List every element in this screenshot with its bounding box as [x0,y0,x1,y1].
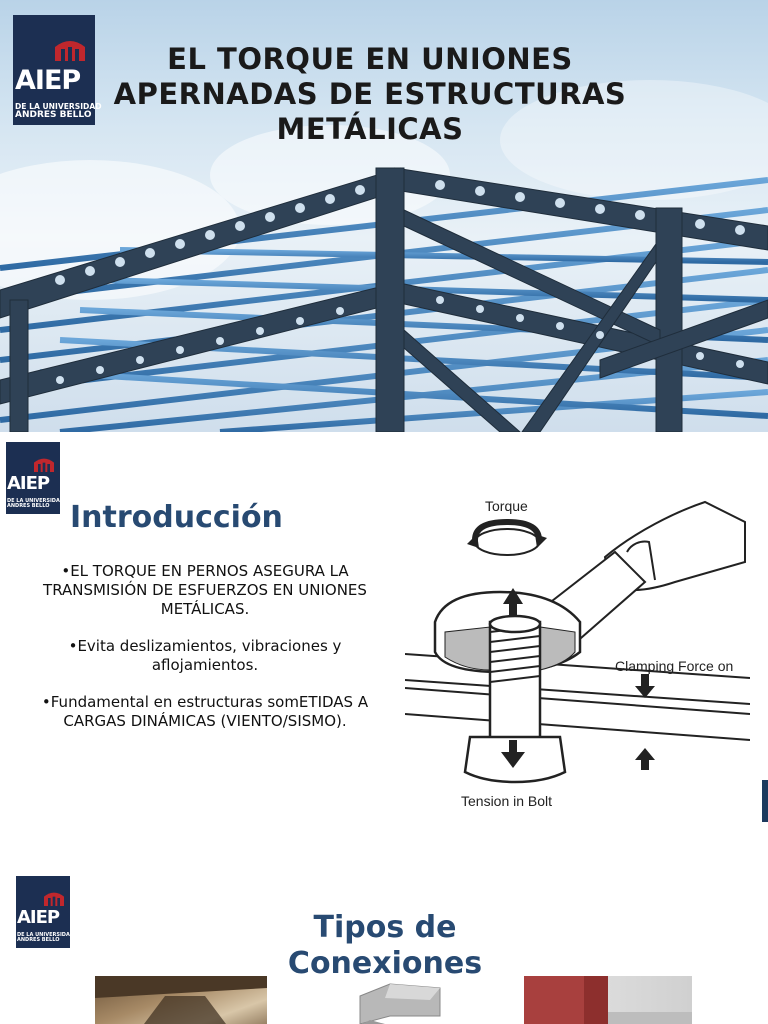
building-icon [34,458,54,472]
clamping-force-label: Clamping Force on [615,658,734,674]
bullet-list: •EL TORQUE EN PERNOS ASEGURA LA TRANSMIS… [15,562,395,749]
aiep-logo: AIEP DE LA UNIVERSIDAD ANDRES BELLO [13,15,102,125]
intro-heading: Introducción [70,500,283,535]
building-icon [44,892,64,906]
side-tab [762,780,768,822]
bullet-item: •Fundamental en estructuras somETIDAS A … [41,693,369,730]
title-slide: AIEP DE LA UNIVERSIDAD ANDRES BELLO EL T… [0,0,768,432]
logo-text: AIEP [15,65,81,96]
logo-text: AIEP [7,473,50,494]
logo-subtitle: DE LA UNIVERSIDAD ANDRES BELLO [17,932,74,944]
connection-photo-1 [95,976,267,1024]
connection-photo-3 [524,976,692,1024]
bullet-item: •Evita deslizamientos, vibraciones y afl… [68,637,342,674]
steel-structure-photo [0,80,768,432]
bullet-item: •EL TORQUE EN PERNOS ASEGURA LA TRANSMIS… [43,562,367,618]
red-column-image [524,976,692,1024]
torque-label: Torque [485,498,528,514]
connections-heading: Tipos de Conexiones [287,910,483,981]
logo-text: AIEP [17,907,60,928]
connections-slide: AIEP DE LA UNIVERSIDAD ANDRES BELLO Tipo… [0,848,768,1024]
building-icon [55,41,85,61]
intro-slide: AIEP DE LA UNIVERSIDAD ANDRES BELLO Intr… [0,440,768,840]
steel-joint-image [359,983,441,1024]
logo-subtitle: DE LA UNIVERSIDAD ANDRES BELLO [15,102,102,120]
aiep-logo: AIEP DE LA UNIVERSIDAD ANDRES BELLO [6,442,64,514]
wrench-bolt-illustration [404,500,751,784]
aiep-logo: AIEP DE LA UNIVERSIDAD ANDRES BELLO [16,876,74,948]
slide-title: EL TORQUE EN UNIONES APERNADAS DE ESTRUC… [113,42,627,146]
bolt-torque-diagram: Torque Clamping Force on Tension in Bolt [404,492,751,817]
tension-label: Tension in Bolt [461,793,553,809]
connection-photo-2 [330,976,480,1024]
wood-beam-image [95,976,267,1024]
logo-subtitle: DE LA UNIVERSIDAD ANDRES BELLO [7,498,64,510]
